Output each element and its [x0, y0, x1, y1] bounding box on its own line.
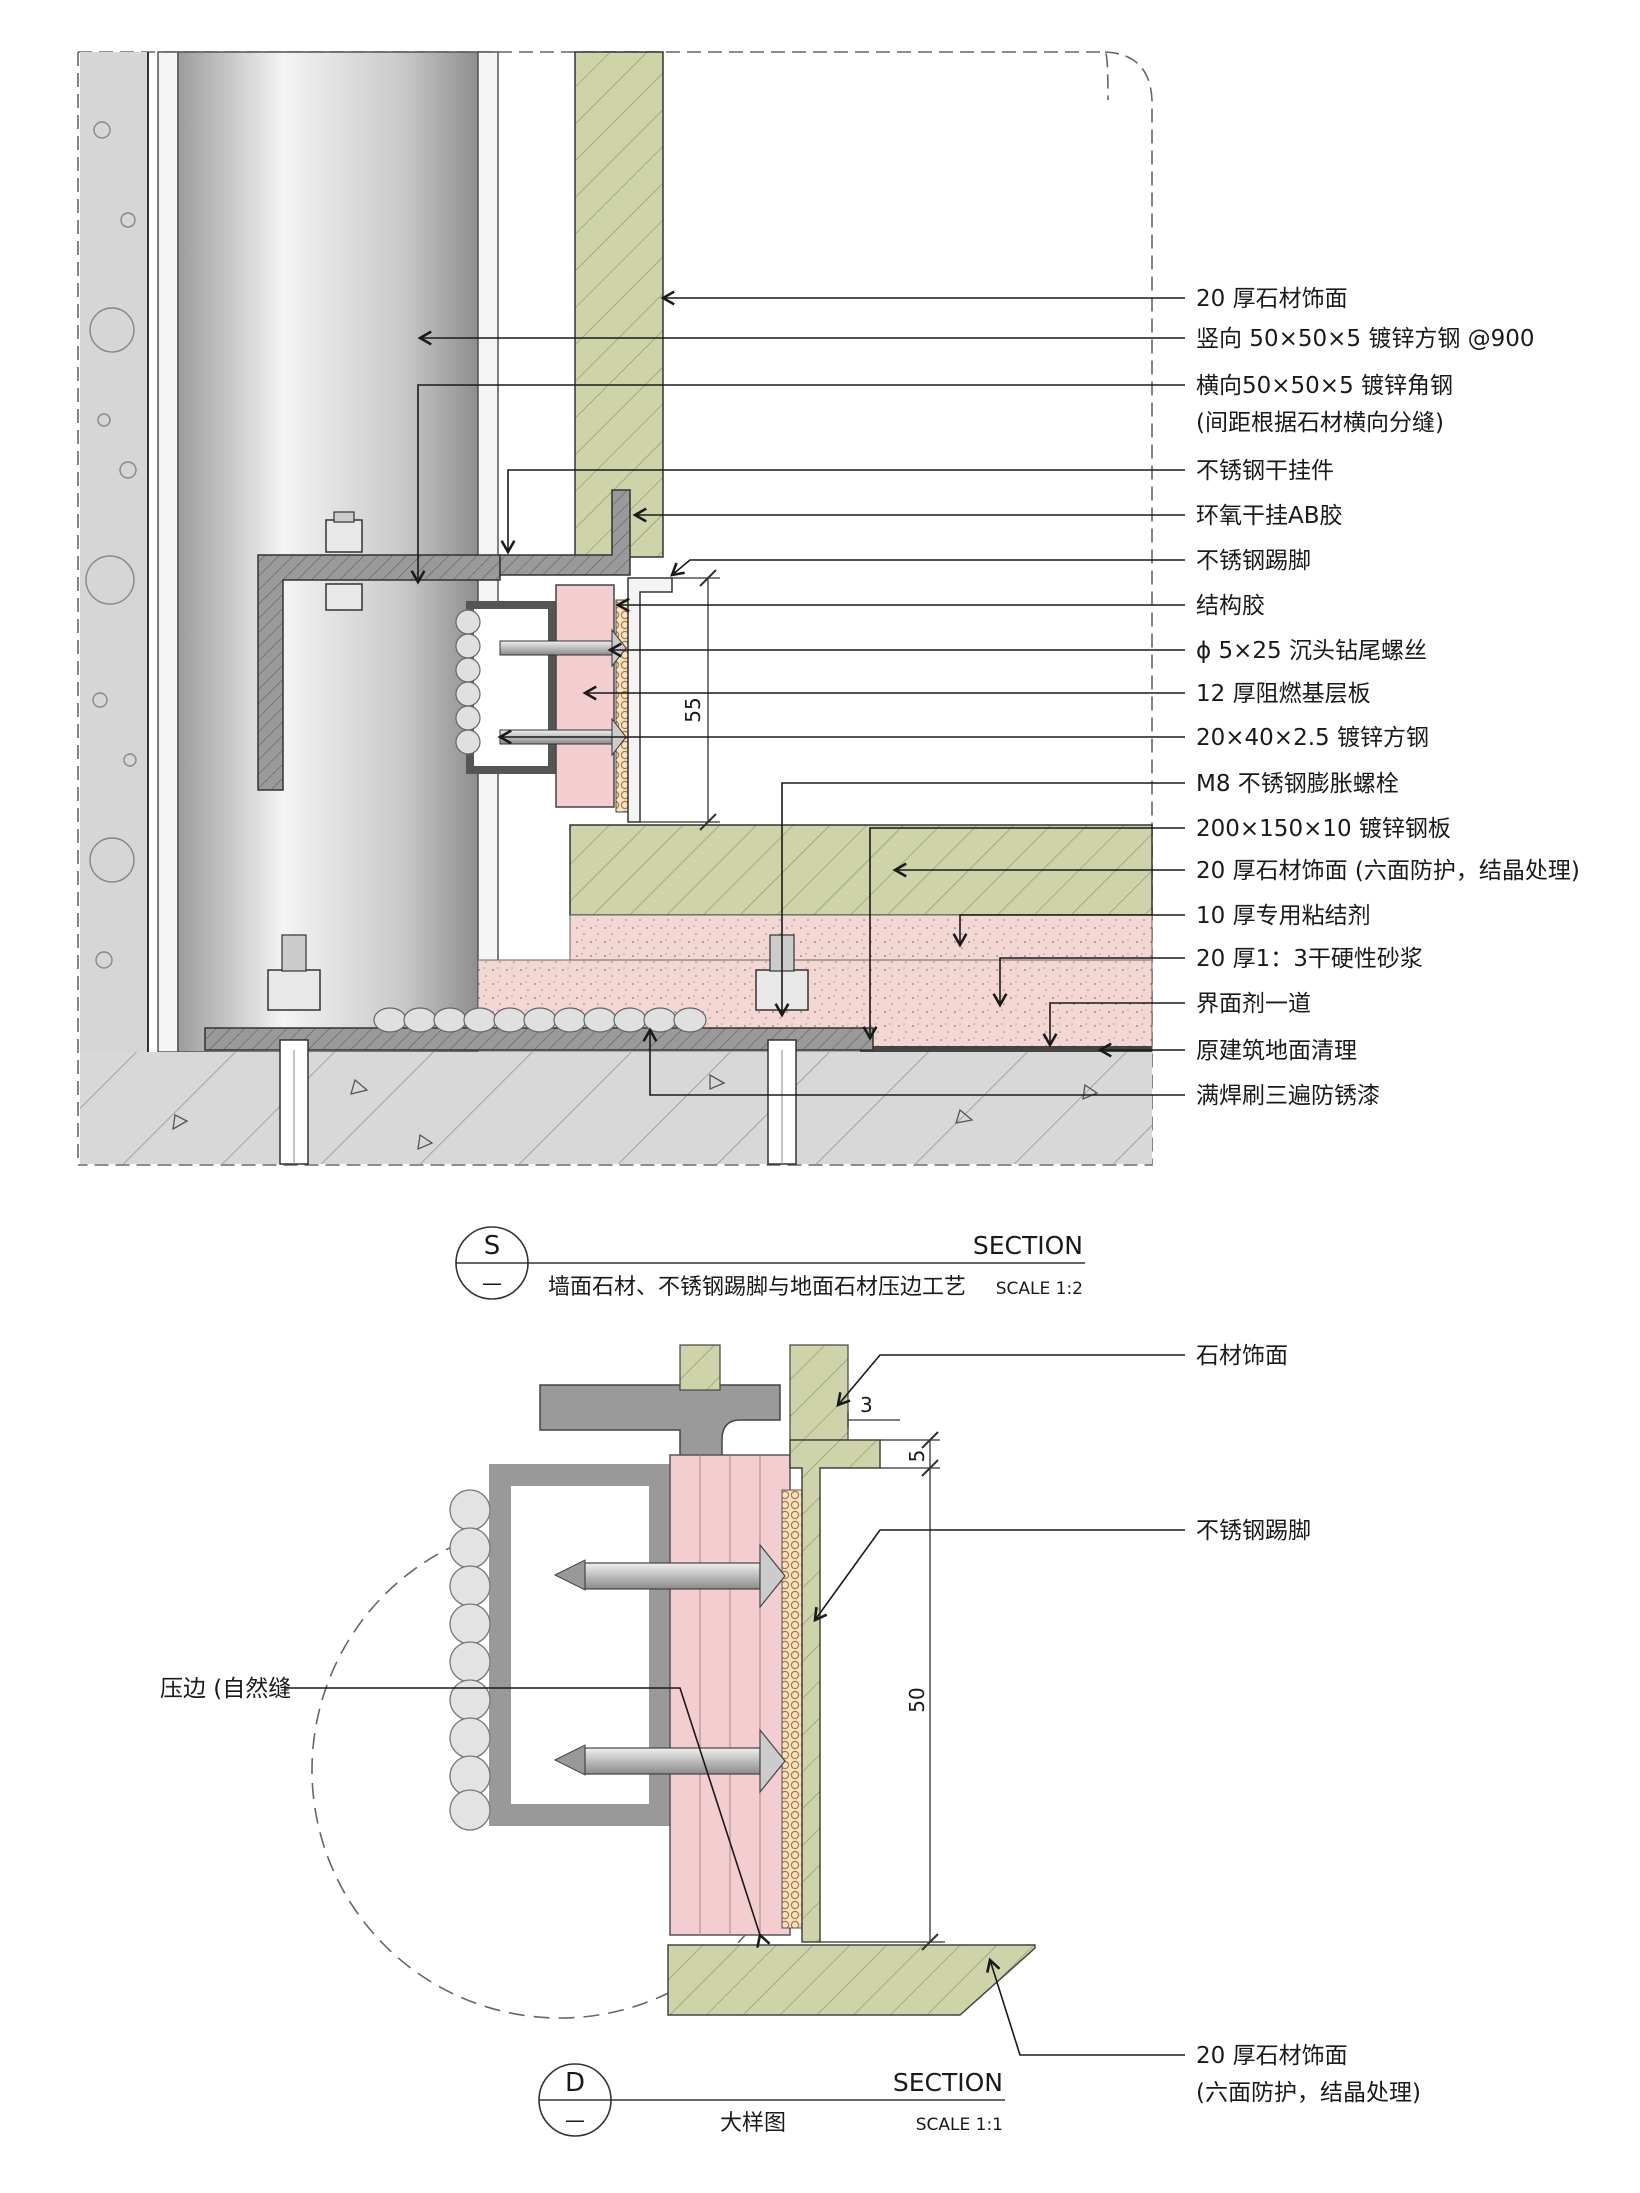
frame-top [78, 51, 1109, 101]
detail-screw-upper [553, 1543, 786, 1609]
detail-label-skirting: 不锈钢踢脚 [1196, 1518, 1311, 1544]
detail-d-drawing: 3 5 50 石材饰面 不锈钢踢脚 压边 (自然缝 20 厚石材饰面 (六面防护… [160, 1343, 1421, 2106]
section-s-labels: 20 厚石材饰面 竖向 50×50×5 镀锌方钢 @900 横向50×50×5 … [1196, 286, 1580, 1109]
leaders-d [285, 1354, 1185, 2056]
title-badge-s: S — SECTION 墙面石材、不锈钢踢脚与地面石材压边工艺 SCALE 1:… [455, 1226, 1085, 1300]
label-steel-plate: 200×150×10 镀锌钢板 [1196, 816, 1451, 842]
badge-d-sub: — [565, 2108, 585, 2132]
weld-bead-vertical [455, 609, 481, 755]
label-screws: ϕ 5×25 沉头钻尾螺丝 [1196, 638, 1427, 664]
dim-top-5: 5 [905, 1450, 929, 1463]
dimension-55: 55 [640, 569, 720, 831]
tube-wall-right [477, 51, 499, 1053]
anchor-bolt-left [267, 934, 321, 1165]
frame-right [78, 51, 1153, 1166]
detail-screw-lower [553, 1728, 786, 1794]
label-interface: 界面剂一道 [1196, 991, 1311, 1017]
badge-s-sub: — [482, 1271, 502, 1295]
detail-label-floor-stone-1: 20 厚石材饰面 [1196, 2043, 1348, 2069]
badge-s-section-word: SECTION [973, 1231, 1083, 1260]
dim-height-50: 50 [905, 1687, 929, 1712]
badge-d-section-word: SECTION [893, 2068, 1003, 2097]
detail-board-grain [699, 1455, 761, 1935]
label-structural-adhesive: 结构胶 [1196, 593, 1265, 619]
label-skirting: 不锈钢踢脚 [1196, 548, 1311, 574]
structural-adhesive [615, 599, 629, 813]
label-floor-stone: 20 厚石材饰面 (六面防护，结晶处理) [1196, 858, 1580, 884]
label-mortar: 20 厚1：3干硬性砂浆 [1196, 946, 1423, 972]
detail-weld-bead [449, 1489, 491, 1831]
angle-bolt [325, 511, 363, 611]
square-steel-20x40 [466, 601, 556, 774]
badge-d-title: 大样图 [720, 2111, 786, 2136]
weld-bead-horizontal [373, 1007, 707, 1033]
detail-wall-stone [789, 1344, 849, 1441]
badge-s-title: 墙面石材、不锈钢踢脚与地面石材压边工艺 [548, 1275, 966, 1300]
stainless-skirting [627, 577, 673, 823]
detail-skirting [789, 1439, 881, 1943]
label-hanger: 不锈钢干挂件 [1196, 458, 1334, 484]
label-expansion-bolt: M8 不锈钢膨胀螺栓 [1196, 771, 1399, 797]
wall-stone-panel [574, 51, 664, 558]
badge-s-scale: SCALE 1:2 [996, 1279, 1083, 1299]
floor-adhesive-layer [569, 914, 1153, 961]
label-wall-stone: 20 厚石材饰面 [1196, 286, 1348, 312]
title-badge-d: D — SECTION 大样图 SCALE 1:1 [538, 2063, 1005, 2137]
interface-agent [860, 1046, 1152, 1052]
label-base-board: 12 厚阻燃基层板 [1196, 681, 1371, 707]
badge-d-scale: SCALE 1:1 [916, 2115, 1003, 2135]
leaders-s [410, 290, 1185, 1096]
concrete-slab [80, 1052, 1152, 1164]
label-floor-clean: 原建筑地面清理 [1196, 1038, 1357, 1064]
slab-aggregate [172, 1073, 1099, 1151]
label-square-steel: 20×40×2.5 镀锌方钢 [1196, 725, 1429, 751]
wall-concrete [80, 52, 148, 1052]
detail-contents [449, 1344, 1036, 2016]
detail-dimensions: 3 5 50 [820, 1393, 945, 1951]
badge-d-symbol: D [565, 2068, 585, 2098]
stainless-hanger [499, 489, 631, 576]
detail-label-stone: 石材饰面 [1196, 1343, 1288, 1369]
label-floor-adhesive: 10 厚专用粘结剂 [1196, 903, 1371, 929]
section-s-drawing: 55 [77, 51, 1185, 1166]
fire-retardant-board [555, 584, 615, 808]
detail-adhesive [781, 1489, 803, 1929]
dimension-55-text: 55 [681, 697, 705, 722]
label-epoxy: 环氧干挂AB胶 [1196, 503, 1343, 529]
wall-aggregate [85, 121, 137, 969]
dim-gap-3: 3 [860, 1393, 873, 1417]
label-weld-paint: 满焊刷三遍防锈漆 [1196, 1083, 1380, 1109]
detail-label-edge: 压边 (自然缝 [160, 1676, 291, 1702]
label-angle-spacing: (间距根据石材横向分缝) [1196, 410, 1444, 436]
badge-s-symbol: S [484, 1231, 501, 1261]
tube-wall-left [157, 51, 179, 1053]
detail-label-floor-stone-2: (六面防护，结晶处理) [1196, 2080, 1421, 2106]
label-vertical-steel: 竖向 50×50×5 镀锌方钢 @900 [1196, 326, 1535, 352]
label-horizontal-angle: 横向50×50×5 镀锌角钢 [1196, 373, 1453, 399]
detail-floor-stone [667, 1944, 1036, 2016]
